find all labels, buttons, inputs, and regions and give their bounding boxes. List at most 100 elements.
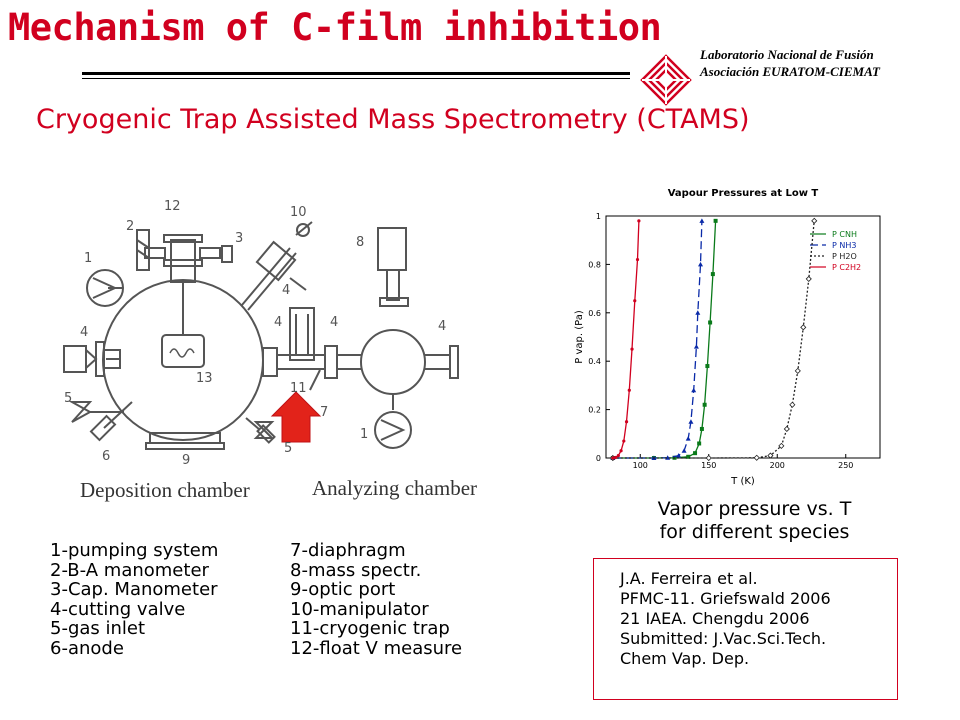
data-point: [633, 299, 637, 303]
legend-label-1: P NH3: [832, 241, 856, 250]
label-4a: 4: [80, 325, 88, 340]
label-11: 11: [290, 381, 307, 396]
data-point: [630, 347, 634, 351]
label-5b: 5: [284, 441, 292, 456]
label-9: 9: [182, 453, 190, 468]
data-point: [693, 451, 698, 456]
label-4c: 4: [274, 315, 282, 330]
x-tick-label: 250: [838, 461, 853, 470]
legend-label-2: P H2O: [832, 252, 857, 261]
y-tick-label: 0.4: [588, 357, 601, 366]
label-3: 3: [235, 231, 243, 246]
data-point: [708, 320, 713, 325]
legend-column-1: 1-pumping system 2-B-A manometer 3-Cap. …: [50, 541, 218, 658]
legend-item: 9-optic port: [290, 579, 396, 600]
analyzer-pump-icon: [374, 411, 412, 449]
label-4b: 4: [282, 283, 290, 298]
data-point: [789, 401, 796, 408]
association-name: Asociación EURATOM-CIEMAT: [700, 64, 880, 79]
ciemat-logo-icon: [640, 54, 692, 106]
data-point: [686, 454, 691, 459]
legend-item: 4-cutting valve: [50, 598, 186, 620]
lab-name: Laboratorio Nacional de Fusión: [700, 47, 874, 62]
data-point: [622, 439, 626, 443]
vapour-pressure-chart: Vapour Pressures at Low T 0 0.2 0.4 0.6 0.8 1 1…: [574, 188, 881, 487]
label-8: 8: [356, 235, 364, 250]
legend-item: 2-B-A manometer: [50, 559, 209, 581]
data-point: [702, 402, 707, 407]
y-tick-label: 1: [596, 212, 601, 221]
label-1: 1: [84, 251, 92, 266]
legend-item: 6-anode: [50, 637, 124, 659]
legend-item: 11-cryogenic trap: [290, 618, 450, 639]
legend-item: 10-manipulator: [290, 598, 429, 620]
x-tick-label: 100: [633, 461, 648, 470]
data-point: [688, 419, 694, 424]
data-point: [624, 420, 629, 424]
analyzing-chamber-icon: [360, 329, 426, 395]
label-1b: 1: [360, 427, 368, 442]
label-12: 12: [164, 199, 181, 214]
data-point: [616, 453, 620, 458]
cryogenic-trap-arrow-icon: [270, 391, 322, 443]
data-point: [613, 455, 618, 460]
data-point: [611, 456, 615, 460]
legend-item: 1-pumping system: [50, 540, 219, 561]
data-point: [698, 261, 704, 267]
apparatus-diagram: 1 2 3 4 4 4 4 4 5 5 6 7 8 9 10 11 12 13 …: [63, 199, 459, 468]
y-tick-label: 0.2: [588, 406, 601, 415]
legend-item: 8-mass spectr.: [290, 559, 422, 581]
label-10: 10: [290, 205, 307, 220]
data-point: [627, 388, 631, 392]
data-point: [637, 219, 641, 223]
x-axis-label: T (K): [730, 476, 755, 487]
series-line-2: [612, 220, 815, 459]
data-point: [783, 425, 790, 433]
deposition-chamber-caption: Deposition chamber: [80, 478, 250, 502]
label-13: 13: [196, 371, 213, 386]
reference-line: J.A. Ferreira et al.: [620, 569, 758, 588]
slide-title: Mechanism of C-film inhibition: [8, 6, 662, 49]
data-point: [710, 272, 715, 277]
data-point: [794, 367, 801, 374]
data-point: [691, 387, 697, 393]
data-point: [705, 364, 710, 369]
data-point: [778, 442, 785, 449]
label-4e: 4: [438, 319, 446, 334]
series-line-0: [612, 220, 717, 459]
label-6: 6: [102, 449, 110, 464]
label-5a: 5: [64, 391, 72, 406]
data-point: [685, 436, 691, 441]
y-tick-label: 0: [596, 454, 601, 463]
data-point: [635, 257, 640, 262]
reference-line: Submitted: J.Vac.Sci.Tech.: [620, 629, 827, 648]
chart-caption: Vapor pressure vs. T for different speci…: [612, 498, 897, 544]
data-point: [619, 449, 623, 453]
data-point: [697, 441, 702, 446]
legend-item: 3-Cap. Manometer: [50, 579, 218, 600]
label-2: 2: [126, 219, 134, 234]
legend-item: 12-float V measure: [290, 637, 463, 659]
data-point: [705, 454, 712, 462]
chart-title: Vapour Pressures at Low T: [668, 188, 819, 199]
plot-frame: [605, 215, 881, 459]
data-point: [811, 217, 818, 224]
legend-label-0: P CNH: [832, 230, 857, 239]
data-point: [805, 275, 812, 282]
title-underline: [82, 72, 630, 75]
y-tick-label: 0.6: [588, 309, 601, 318]
y-axis-label: P vap. (Pa): [574, 310, 585, 364]
chart-caption-line-2: for different species: [659, 521, 850, 543]
data-point: [800, 324, 807, 331]
y-tick-label: 0.8: [588, 260, 601, 269]
data-point: [695, 310, 701, 315]
title-underline-thin: [82, 78, 630, 79]
legend-item: 7-diaphragm: [290, 540, 406, 561]
label-4d: 4: [330, 315, 338, 330]
legend-column-2: 7-diaphragm 8-mass spectr. 9-optic port …: [290, 541, 462, 658]
reference-line: Chem Vap. Dep.: [620, 649, 750, 668]
label-7: 7: [320, 405, 328, 420]
data-point: [693, 344, 699, 349]
x-tick-label: 200: [770, 461, 785, 470]
data-point: [676, 453, 682, 458]
